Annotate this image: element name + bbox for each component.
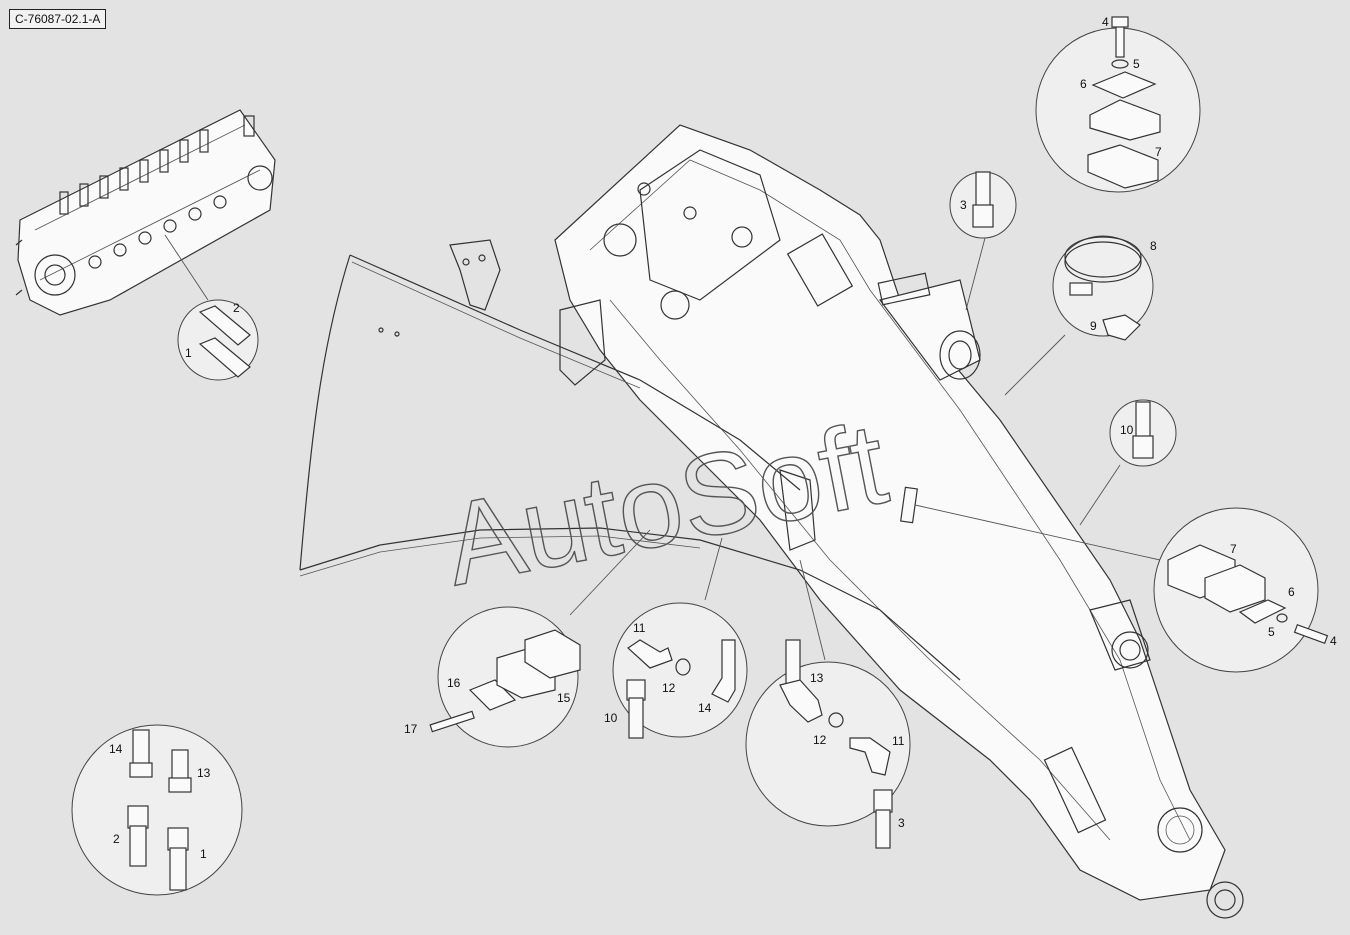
callout-8: 8 — [1150, 239, 1157, 253]
callout-5-right: 5 — [1268, 625, 1275, 639]
callout-16: 16 — [447, 676, 461, 690]
detail-clamp-bottom: 16 15 17 — [404, 606, 581, 748]
callout-11-b: 11 — [892, 734, 905, 748]
callout-15: 15 — [557, 691, 571, 705]
detail-band-clamp: 8 9 — [1052, 235, 1157, 341]
hydraulic-lines — [299, 239, 961, 681]
callout-7-right: 7 — [1230, 542, 1237, 556]
callout-2: 2 — [233, 301, 240, 315]
callout-9: 9 — [1090, 319, 1097, 333]
detail-fitting-3: 3 — [949, 171, 1017, 239]
detail-fittings-1-2: 2 1 — [177, 299, 259, 381]
callout-14-a: 14 — [698, 701, 712, 715]
callout-3: 3 — [960, 198, 967, 212]
detail-fitting-10: 10 — [1109, 399, 1177, 467]
callout-10-a: 10 — [604, 711, 618, 725]
dipper-arm — [554, 124, 1244, 919]
callout-6-right: 6 — [1288, 585, 1295, 599]
callout-1: 1 — [185, 346, 192, 360]
callout-14-c: 14 — [109, 742, 123, 756]
detail-elbow-set-a: 11 12 10 14 — [604, 602, 748, 739]
callout-13-b: 13 — [810, 671, 824, 685]
callout-2-c: 2 — [113, 832, 120, 846]
drawing-reference-code: C-76087-02.1-A — [9, 9, 107, 29]
callout-3-b: 3 — [898, 816, 905, 830]
detail-clamp-right: 7 6 5 4 — [1153, 507, 1337, 673]
callout-6: 6 — [1080, 77, 1087, 91]
detail-elbow-set-b: 13 12 11 3 — [745, 639, 911, 849]
callout-4: 4 — [1102, 15, 1109, 29]
leader-lines — [164, 234, 1161, 661]
callout-5: 5 — [1133, 57, 1140, 71]
callout-13-c: 13 — [197, 766, 211, 780]
detail-fittings-bottom-left: 14 13 2 1 — [71, 724, 243, 896]
control-valve-bank — [15, 109, 276, 316]
callout-11-a: 11 — [633, 621, 646, 635]
callout-7: 7 — [1155, 145, 1162, 159]
detail-clamp-top: 4 5 6 7 — [1035, 15, 1201, 193]
callout-1-c: 1 — [200, 847, 207, 861]
callout-12-a: 12 — [662, 681, 676, 695]
callout-12-b: 12 — [813, 733, 827, 747]
callout-4-right: 4 — [1330, 634, 1337, 648]
callout-17: 17 — [404, 722, 418, 736]
callout-10: 10 — [1120, 423, 1134, 437]
